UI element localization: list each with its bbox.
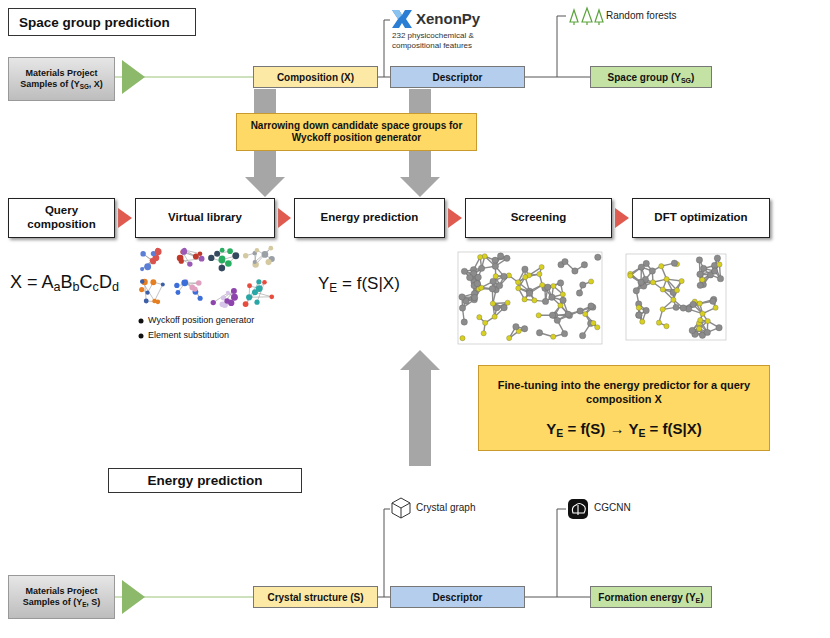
process-box: Virtual library bbox=[135, 198, 275, 238]
formula: X = AaBbCcDd bbox=[10, 272, 119, 293]
descriptor-box: Descriptor bbox=[390, 586, 525, 608]
connector bbox=[278, 208, 291, 228]
grey-arrow bbox=[400, 350, 440, 466]
feature-note: 232 physicochemical & compositional feat… bbox=[392, 31, 510, 50]
box-text: Energy prediction bbox=[321, 211, 419, 225]
input-box: Composition (X) bbox=[253, 66, 378, 88]
method-name: Crystal graph bbox=[416, 502, 475, 513]
data-source-box: Materials ProjectSamples of (YSG, X) bbox=[8, 57, 115, 101]
formula: YE = f(S|X) bbox=[318, 274, 400, 294]
connector bbox=[615, 208, 629, 228]
process-box: Query composition bbox=[8, 198, 115, 238]
connector bbox=[448, 208, 462, 228]
section-header: Energy prediction bbox=[108, 468, 302, 493]
callout-box: Fine-tuning into the energy predictor fo… bbox=[478, 365, 770, 451]
leader-line bbox=[557, 16, 566, 77]
box-text: Virtual library bbox=[168, 211, 242, 225]
box-text: DFT optimization bbox=[654, 211, 747, 225]
input-box: Crystal structure (S) bbox=[253, 586, 378, 608]
callout-box: Narrowing down candidate space groups fo… bbox=[236, 113, 477, 151]
data-source-box: Materials ProjectSamples of (YE, S) bbox=[8, 575, 115, 619]
box-text: Composition (X) bbox=[277, 72, 354, 83]
output-box: Space group (YSG) bbox=[590, 66, 712, 88]
process-box: Screening bbox=[465, 198, 612, 238]
box-text: Screening bbox=[511, 211, 567, 225]
box-text: Space group prediction bbox=[19, 15, 170, 30]
crystal-structures bbox=[139, 246, 726, 344]
bullet bbox=[139, 319, 144, 324]
box-text: Descriptor bbox=[432, 592, 482, 603]
method-name: CGCNN bbox=[594, 502, 631, 513]
logo-text: XenonPy bbox=[416, 10, 480, 27]
bullet bbox=[139, 334, 144, 339]
box-text: Materials Project bbox=[25, 68, 97, 79]
process-box: DFT optimization bbox=[632, 198, 770, 238]
box-subtext: Samples of (YSG, X) bbox=[20, 79, 103, 90]
box-text: Space group (YSG) bbox=[608, 72, 695, 83]
descriptor-box: Descriptor bbox=[390, 66, 525, 88]
box-text: Narrowing down candidate space groups fo… bbox=[241, 120, 472, 145]
box-text: Crystal structure (S) bbox=[267, 592, 363, 603]
forest-icon bbox=[570, 8, 603, 25]
box-text: Query composition bbox=[13, 204, 110, 232]
box-subtext: YE = f(S) → YE = f(S|X) bbox=[546, 419, 702, 439]
box-subtext: Samples of (YE, S) bbox=[23, 597, 101, 608]
connector bbox=[118, 208, 132, 228]
process-box: Energy prediction bbox=[294, 198, 445, 238]
box-text: Fine-tuning into the energy predictor fo… bbox=[489, 378, 759, 407]
bullet-text: Element substitution bbox=[148, 330, 229, 340]
box-text: Materials Project bbox=[25, 586, 97, 597]
method-name: Random forests bbox=[606, 10, 677, 21]
section-header: Space group prediction bbox=[8, 8, 196, 36]
leader-line bbox=[384, 509, 390, 597]
bullet-text: Wyckoff position generator bbox=[148, 315, 254, 325]
box-text: Energy prediction bbox=[148, 473, 263, 488]
output-box: Formation energy (YE) bbox=[590, 586, 712, 608]
crystal-graph-icon bbox=[392, 498, 410, 518]
connector bbox=[122, 580, 145, 614]
box-text: Descriptor bbox=[432, 72, 482, 83]
connector bbox=[122, 60, 145, 94]
cgcnn-icon bbox=[568, 499, 588, 519]
leader-line bbox=[557, 509, 566, 597]
xenonpy-logo bbox=[392, 10, 412, 28]
box-text: Formation energy (YE) bbox=[598, 592, 703, 603]
